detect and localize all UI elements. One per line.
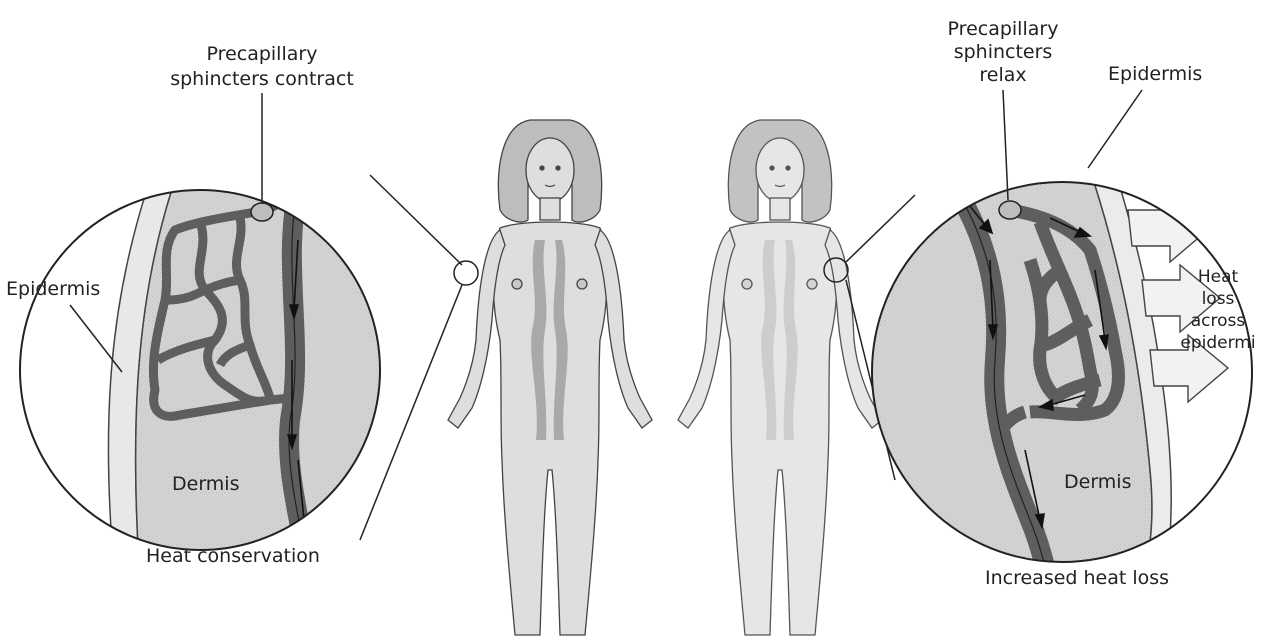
right-precapillary-sphincter <box>999 201 1021 219</box>
left-precapillary-sphincter <box>251 203 273 221</box>
right-epidermis-leader <box>1088 90 1142 168</box>
right-magnified-view <box>860 170 1261 580</box>
left-sphincter-label-line2: sphincters contract <box>170 68 354 90</box>
right-caption: Increased heat loss <box>985 567 1169 589</box>
heat-label-line1: Heat <box>1198 267 1239 287</box>
left-body-figure <box>448 120 652 635</box>
right-epidermis-label: Epidermis <box>1108 63 1202 85</box>
left-sphincter-label-line1: Precapillary <box>207 43 318 65</box>
left-epidermis-label: Epidermis <box>6 278 100 300</box>
right-body-figure <box>678 120 882 635</box>
right-sphincter-leader <box>1003 90 1008 200</box>
heat-label-line4: epidermi <box>1180 333 1255 353</box>
left-dermis-label: Dermis <box>172 473 239 495</box>
right-sphincter-label-line2: sphincters <box>954 41 1053 63</box>
right-sphincter-label-line3: relax <box>979 64 1026 86</box>
left-caption: Heat conservation <box>146 545 320 567</box>
left-magnified-view <box>0 180 400 580</box>
right-dermis-label: Dermis <box>1064 471 1131 493</box>
heat-label-line3: across <box>1191 311 1246 331</box>
right-sphincter-label-line1: Precapillary <box>948 18 1059 40</box>
heat-label-line2: loss <box>1202 289 1235 309</box>
